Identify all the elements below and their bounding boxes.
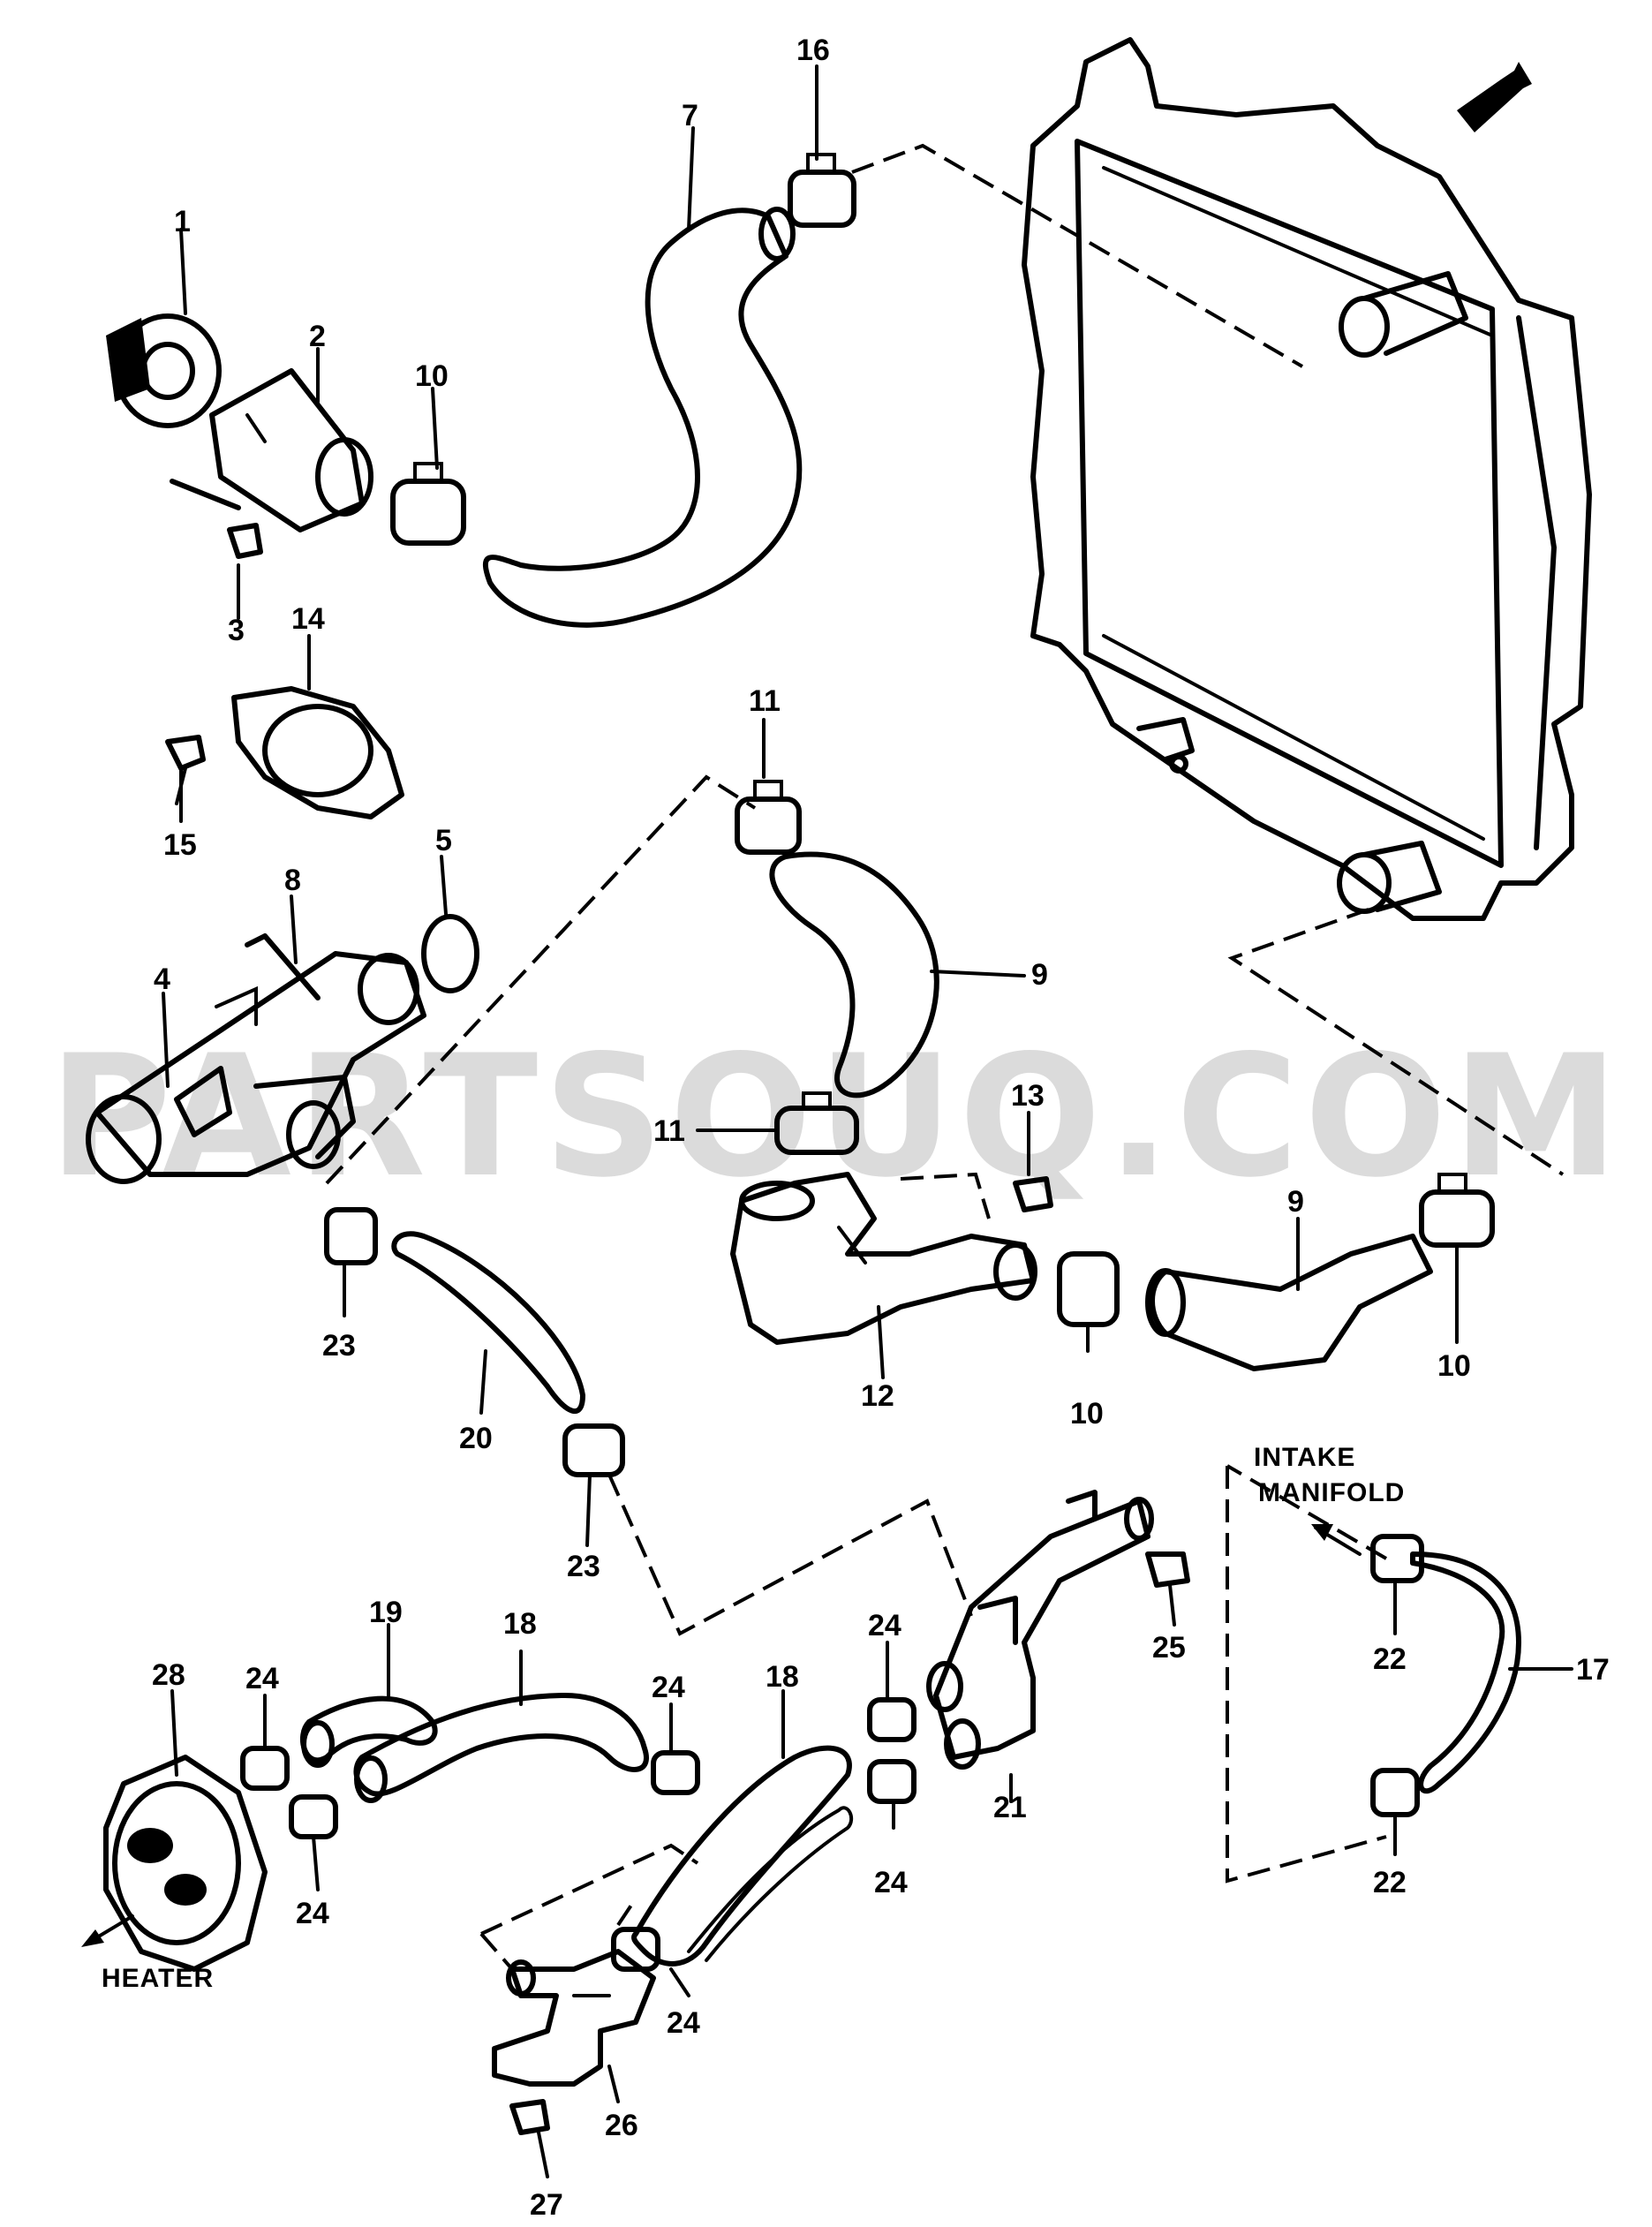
- heater-valve: [492, 1949, 656, 2087]
- callout-24-d: 24: [296, 1897, 329, 1930]
- callout-22: 22: [1373, 1642, 1407, 1676]
- callout-24-e: 24: [874, 1866, 908, 1899]
- callout-4: 4: [154, 963, 170, 996]
- bolt-15: [165, 735, 206, 805]
- gasket: [231, 686, 404, 819]
- callout-11: 11: [749, 684, 781, 718]
- callout-27: 27: [530, 2188, 563, 2222]
- clamp-24-b: [289, 1794, 338, 1839]
- clamp-24-d: [867, 1697, 917, 1742]
- thermostat-cap: [106, 313, 222, 428]
- note-heater: HEATER: [102, 1964, 214, 1993]
- callout-10-b: 10: [1070, 1397, 1104, 1431]
- o-ring: [421, 914, 479, 993]
- callout-labels: 16 7 1 2 10 3 14 15 11 5 8 4 9 11 13 9 2…: [152, 34, 1610, 2222]
- hose-18-lower: [631, 1745, 852, 1967]
- callout-21: 21: [993, 1791, 1027, 1824]
- hose-18-upper: [353, 1693, 649, 1797]
- water-outlet: [730, 1172, 1037, 1345]
- clamp-10-mid: [1057, 1251, 1120, 1327]
- bolt-25: [1145, 1551, 1190, 1588]
- bolt-27: [509, 2099, 550, 2135]
- callout-1: 1: [174, 205, 191, 238]
- callout-11-b: 11: [653, 1114, 685, 1148]
- heater-unit: [103, 1755, 268, 1972]
- clamp-23-upper: [324, 1207, 378, 1265]
- callout-25: 25: [1152, 1631, 1186, 1665]
- radiator: [1022, 37, 1592, 921]
- upper-hose: [483, 208, 803, 628]
- clamp-24-f: [611, 1927, 660, 1972]
- callout-19: 19: [369, 1596, 403, 1629]
- callout-23-b: 23: [567, 1550, 600, 1583]
- bolt-3: [170, 479, 263, 559]
- callout-20: 20: [459, 1422, 493, 1455]
- callout-23: 23: [322, 1329, 356, 1363]
- callout-22-b: 22: [1373, 1866, 1407, 1899]
- callout-17: 17: [1576, 1653, 1610, 1687]
- water-pipe-21: [926, 1490, 1154, 1770]
- callout-7: 7: [682, 99, 698, 132]
- callout-26: 26: [605, 2109, 638, 2142]
- hose-9-lower: [1150, 1234, 1433, 1371]
- clamp-24-a: [240, 1746, 290, 1791]
- bolt-13: [1013, 1176, 1053, 1212]
- callout-18: 18: [503, 1607, 537, 1641]
- callout-5: 5: [435, 824, 452, 857]
- hose-9-upper: [769, 851, 939, 1098]
- callout-13: 13: [1011, 1079, 1045, 1113]
- clamp-10-top: [390, 462, 466, 546]
- callout-9: 9: [1031, 958, 1048, 992]
- hose-17: [1410, 1551, 1521, 1794]
- clamp-11-upper: [735, 780, 802, 855]
- hose-19: [299, 1695, 438, 1763]
- callout-9-b: 9: [1287, 1185, 1304, 1219]
- front-arrow-icon: [1457, 62, 1532, 132]
- callout-24-b: 24: [652, 1671, 685, 1704]
- water-inlet-pipe: [86, 933, 426, 1184]
- note-intake-line2: MANIFOLD: [1258, 1478, 1405, 1507]
- callout-24-a: 24: [245, 1662, 279, 1695]
- clamp-24-e: [867, 1759, 917, 1804]
- hose-20: [391, 1231, 585, 1415]
- leader-lines: [162, 64, 1573, 2178]
- callout-28: 28: [152, 1658, 185, 1692]
- watermark: PARTSOUQ.COM: [49, 1019, 1625, 1214]
- clamp-16: [788, 153, 856, 228]
- clamp-22-upper: [1370, 1534, 1424, 1583]
- callout-10-c: 10: [1437, 1349, 1471, 1383]
- note-intake-line1: INTAKE: [1254, 1443, 1355, 1472]
- callout-12: 12: [861, 1379, 894, 1413]
- callout-10: 10: [415, 359, 449, 393]
- callout-15: 15: [163, 828, 197, 862]
- clamp-22-lower: [1370, 1768, 1420, 1817]
- callout-14: 14: [291, 602, 325, 636]
- callout-3: 3: [228, 614, 245, 647]
- clamp-24-c: [651, 1750, 700, 1795]
- callout-24-c: 24: [868, 1609, 901, 1642]
- clamp-23-lower: [562, 1423, 625, 1477]
- reference-lines: [325, 143, 1565, 1971]
- callout-8: 8: [284, 864, 301, 897]
- callout-24-f: 24: [667, 2006, 700, 2040]
- callout-2: 2: [309, 320, 326, 353]
- callout-16: 16: [796, 34, 830, 67]
- callout-18-b: 18: [766, 1660, 799, 1694]
- thermostat-housing: [209, 368, 373, 532]
